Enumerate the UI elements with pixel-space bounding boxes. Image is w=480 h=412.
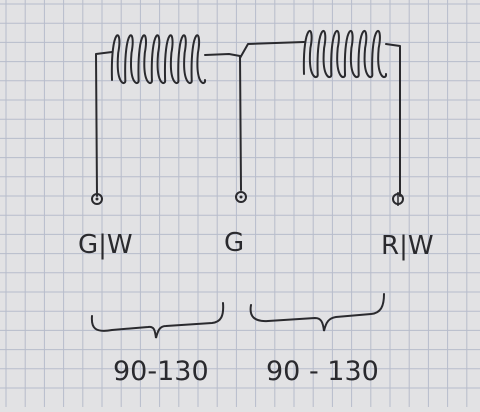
terminal-rw-label: R|W [381,231,434,261]
range-braces [90,293,385,339]
terminal-g-label: G [224,228,244,258]
terminal-gw-ring [91,193,103,205]
left-range-label: 90-130 [113,356,209,387]
center-right-wire [239,41,305,59]
left-range-brace [90,302,225,339]
right-lead-wire [385,43,401,197]
right-range-brace [249,293,385,332]
right-coil [302,29,387,78]
circuit-wires [95,41,401,197]
terminal-rw: R|W [381,192,434,261]
terminal-g: G [224,191,247,258]
center-left-wire [204,53,242,191]
terminal-gw: G|W [78,193,133,260]
right-range-label: 90 - 130 [266,356,379,387]
terminal-gw-label: G|W [78,230,133,260]
terminal-gw-dot [95,197,99,201]
left-coil-winding [110,34,206,84]
terminal-g-dot [239,195,243,199]
left-coil [110,34,206,84]
terminal-g-ring [235,191,247,203]
right-coil-winding [302,29,387,78]
left-lead-wire [95,51,113,197]
